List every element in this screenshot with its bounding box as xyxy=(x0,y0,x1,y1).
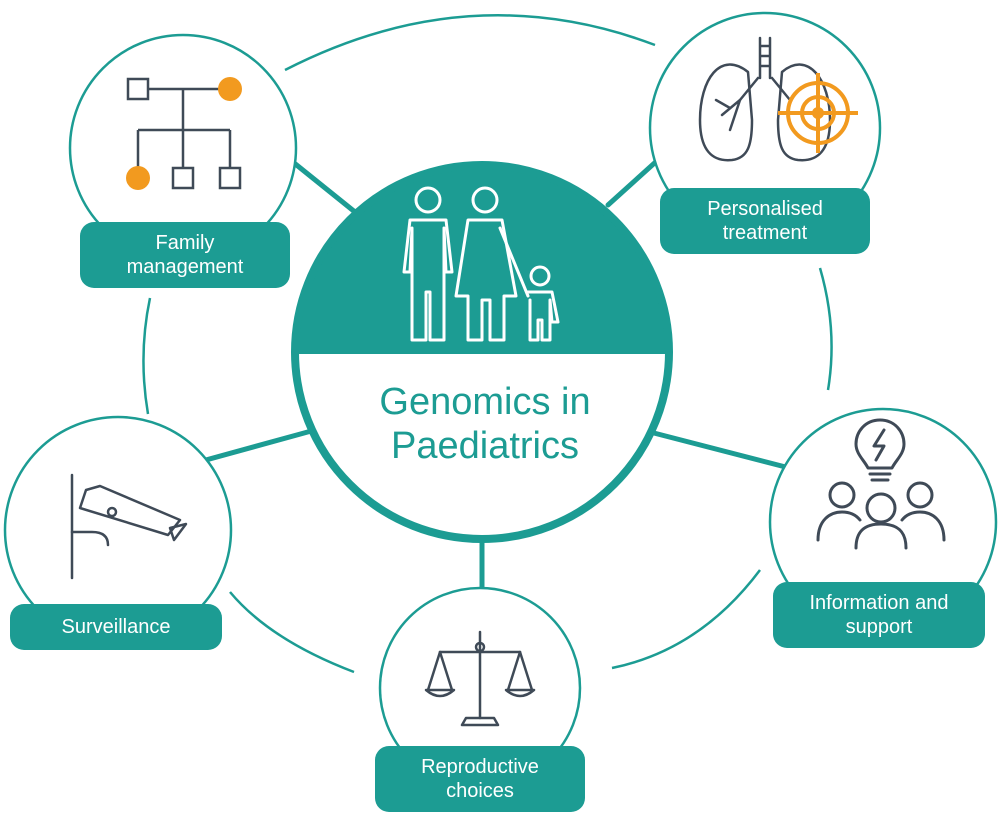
family-management-line1: Family xyxy=(155,232,215,254)
people-lightbulb-icon xyxy=(816,418,946,550)
center-title-line2: Paediatrics xyxy=(391,425,579,467)
surveillance-label: Surveillance xyxy=(10,604,222,650)
center-circle xyxy=(291,161,673,543)
information-support-line1: Information and xyxy=(809,592,949,614)
personalised-treatment-label: Personalised treatment xyxy=(660,188,870,254)
lungs-target-icon xyxy=(698,36,858,162)
cctv-camera-icon xyxy=(70,473,188,580)
reproductive-choices-line2: choices xyxy=(446,780,514,802)
reproductive-choices-line1: Reproductive xyxy=(421,756,539,778)
information-support-label: Information and support xyxy=(773,582,985,648)
information-support-line2: support xyxy=(845,616,913,638)
scales-icon xyxy=(424,630,536,727)
pedigree-icon xyxy=(126,77,242,190)
family-management-line2: management xyxy=(126,256,244,278)
center-title: Genomics in Paediatrics xyxy=(320,380,650,468)
center-title-line1: Genomics in xyxy=(379,381,591,423)
outer-ring xyxy=(142,14,833,674)
family-icon xyxy=(402,186,560,342)
personalised-treatment-line1: Personalised xyxy=(707,198,823,220)
family-management-label: Family management xyxy=(80,222,290,288)
personalised-treatment-line2: treatment xyxy=(722,222,808,244)
surveillance-line1: Surveillance xyxy=(61,616,171,638)
reproductive-choices-label: Reproductive choices xyxy=(375,746,585,812)
